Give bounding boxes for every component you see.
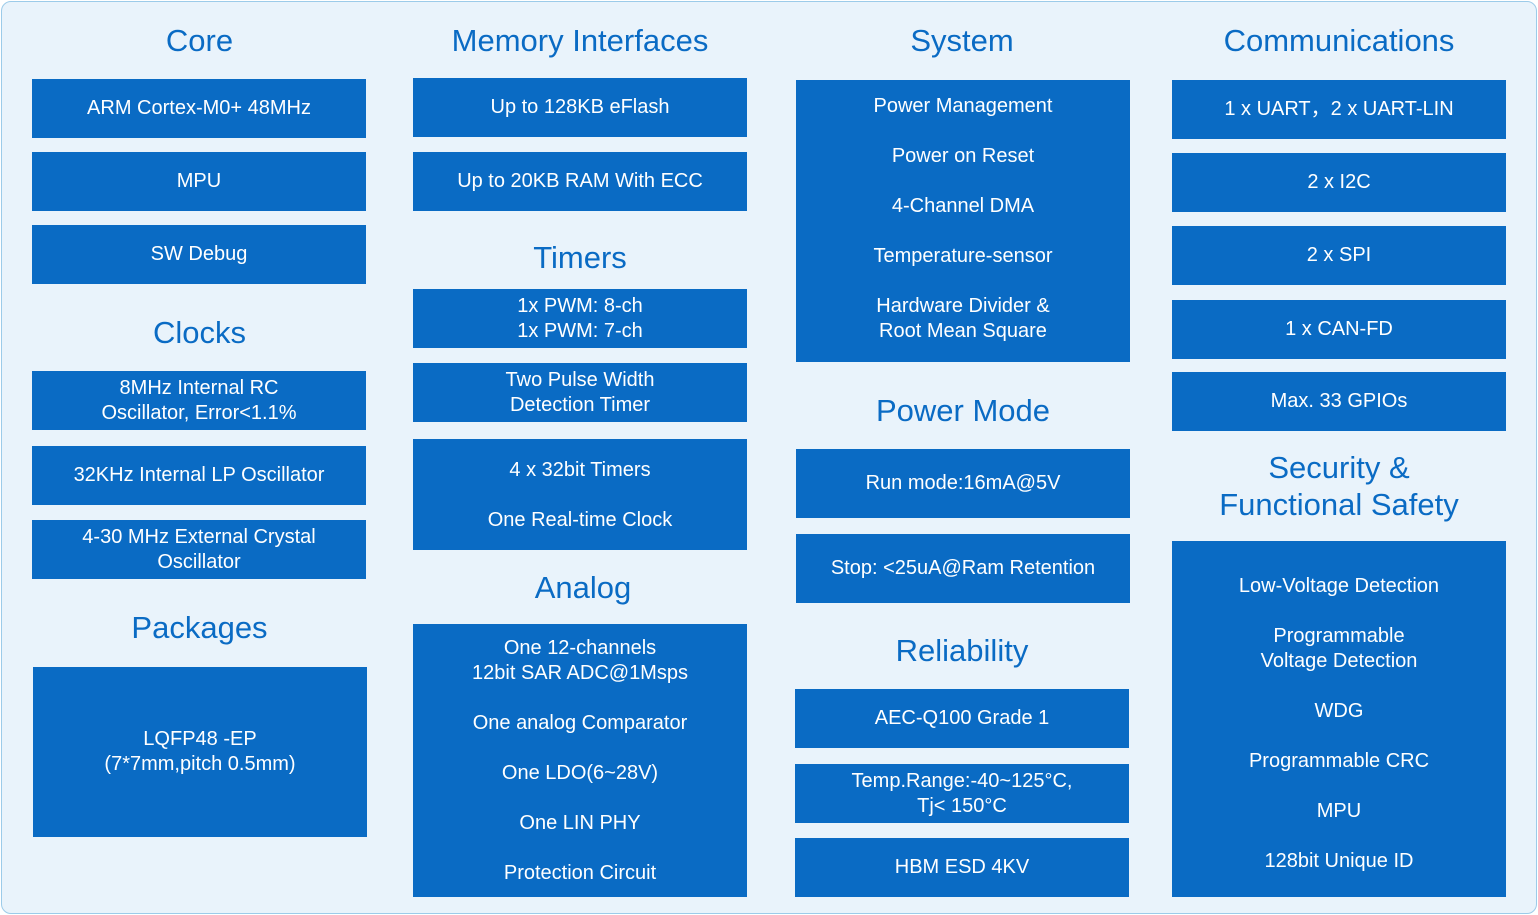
analog-list-item: One analog Comparator <box>472 712 688 734</box>
packages-heading: Packages <box>131 610 268 645</box>
comm-item-gpio: Max. 33 GPIOs <box>1172 372 1506 431</box>
system-list-item: Hardware Divider &Root Mean Square <box>876 295 1050 342</box>
communications-heading: Communications <box>1223 23 1455 58</box>
reliability-esd: HBM ESD 4KV <box>795 838 1129 897</box>
comm-item-canfd: 1 x CAN-FD <box>1172 300 1506 359</box>
system-list: Power Management Power on Reset 4-Channe… <box>796 80 1130 362</box>
clocks-item-lp: 32KHz Internal LP Oscillator <box>32 446 366 505</box>
system-list-item: 4-Channel DMA <box>891 195 1035 217</box>
memory-item-eflash: Up to 128KB eFlash <box>413 78 747 137</box>
analog-list-item: One LDO(6~28V) <box>501 762 659 784</box>
comm-item-i2c: 2 x I2C <box>1172 153 1506 212</box>
system-heading: System <box>910 23 1014 58</box>
timers-heading: Timers <box>533 240 627 275</box>
timers-list-item: One Real-time Clock <box>487 509 673 531</box>
comm-item-spi: 2 x SPI <box>1172 226 1506 285</box>
packages-item: LQFP48 -EP(7*7mm,pitch 0.5mm) <box>33 667 367 837</box>
system-list-item: Power Management <box>873 95 1053 117</box>
power-mode-stop: Stop: <25uA@Ram Retention <box>796 534 1130 603</box>
reliability-temp-range: Temp.Range:-40~125°C,Tj< 150°C <box>795 764 1129 823</box>
security-list-item: Low-Voltage Detection <box>1238 575 1440 597</box>
analog-list-item: One LIN PHY <box>519 812 641 834</box>
core-heading: Core <box>165 23 234 58</box>
analog-list-item: Protection Circuit <box>503 862 657 884</box>
clocks-heading: Clocks <box>152 315 246 350</box>
security-list-item: MPU <box>1316 800 1362 822</box>
reliability-heading: Reliability <box>895 633 1029 668</box>
security-list-item: 128bit Unique ID <box>1264 850 1414 872</box>
security-list-item: WDG <box>1314 700 1364 722</box>
comm-item-uart: 1 x UART，2 x UART-LIN <box>1172 80 1506 139</box>
system-list-item: Power on Reset <box>891 145 1035 167</box>
reliability-aec: AEC-Q100 Grade 1 <box>795 689 1129 748</box>
security-heading: Security & Functional Safety <box>1219 450 1459 522</box>
timers-list: 4 x 32bit Timers One Real-time Clock <box>413 439 747 550</box>
power-mode-run: Run mode:16mA@5V <box>796 449 1130 518</box>
memory-item-ram: Up to 20KB RAM With ECC <box>413 152 747 211</box>
memory-heading: Memory Interfaces <box>451 23 709 58</box>
core-item-mpu: MPU <box>32 152 366 211</box>
security-list-item: Programmable CRC <box>1248 750 1430 772</box>
core-item-swdebug: SW Debug <box>32 225 366 284</box>
system-list-item: Temperature-sensor <box>873 245 1053 267</box>
power-mode-heading: Power Mode <box>875 393 1051 428</box>
core-item-cpu: ARM Cortex-M0+ 48MHz <box>32 79 366 138</box>
analog-heading: Analog <box>534 570 632 605</box>
timers-list-item: 4 x 32bit Timers <box>509 459 651 481</box>
